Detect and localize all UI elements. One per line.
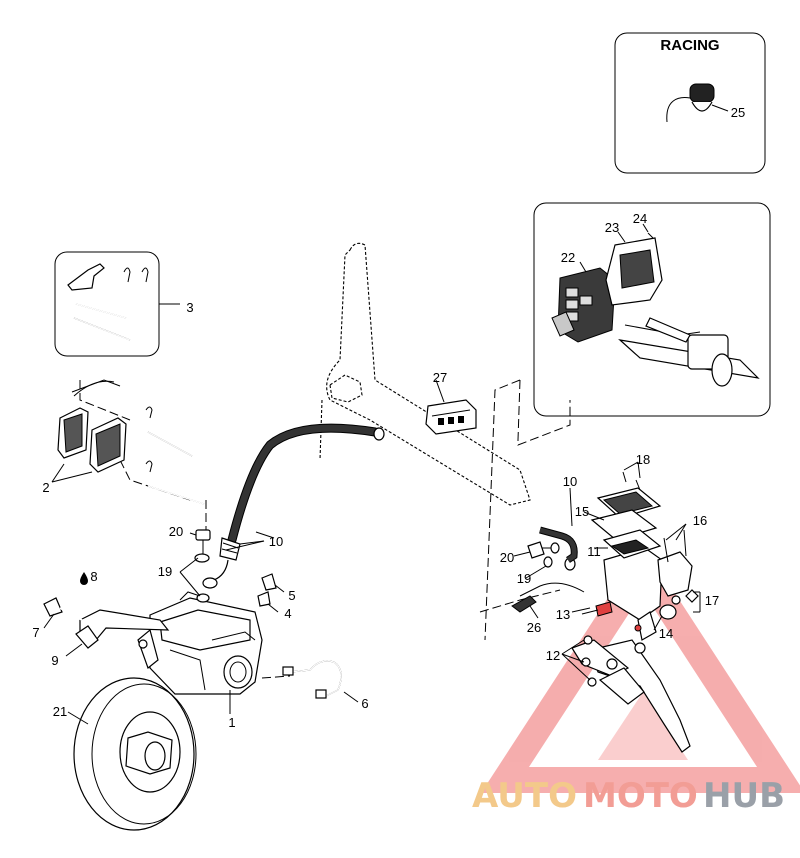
callout-20-master: 20 [500, 550, 514, 565]
callout-4: 4 [284, 606, 291, 621]
callout-12: 12 [546, 648, 560, 663]
callout-15: 15 [575, 504, 589, 519]
watermark-auto: AUTO [472, 776, 577, 816]
callout-3: 3 [186, 300, 193, 315]
brake-lever [561, 635, 691, 753]
assembly-lines [79, 379, 571, 679]
callout-22: 22 [561, 250, 575, 265]
callout-20-caliper: 20 [169, 524, 183, 539]
callout-5: 5 [288, 588, 295, 603]
callout-19-master: 19 [517, 571, 531, 586]
callout-1: 1 [228, 715, 235, 730]
fluid-drop-icon [80, 572, 88, 585]
callout-16: 16 [693, 513, 707, 528]
callout-8: 8 [90, 569, 97, 584]
switch-inset [533, 202, 771, 417]
callout-21: 21 [53, 704, 67, 719]
callout-27: 27 [433, 370, 447, 385]
callout-10-caliper: 10 [269, 534, 283, 549]
bleeder-valve [257, 573, 285, 613]
callout-17: 17 [705, 593, 719, 608]
pins-inset [54, 251, 180, 357]
callout-25: 25 [731, 105, 745, 120]
watermark-moto: MOTO [583, 776, 698, 816]
callout-26: 26 [527, 620, 541, 635]
callout-19-caliper: 19 [158, 564, 172, 579]
callout-7: 7 [32, 625, 39, 640]
callout-2: 2 [42, 480, 49, 495]
watermark-hub: HUB [703, 776, 785, 816]
watermark-triangle [481, 544, 800, 793]
brake-pipe [282, 660, 359, 703]
master-cylinder [511, 471, 701, 641]
handlebar-ghost [319, 242, 531, 506]
callout-24: 24 [633, 211, 647, 226]
brake-hose [202, 423, 385, 589]
racing-title: RACING [660, 37, 719, 54]
callout-14: 14 [659, 626, 673, 641]
callout-13: 13 [556, 607, 570, 622]
racing-inset: RACING [614, 32, 766, 174]
callout-18: 18 [636, 452, 650, 467]
callout-6: 6 [361, 696, 368, 711]
watermark-text: AUTO MOTO HUB [472, 776, 785, 816]
bracket-and-bolt [43, 597, 170, 657]
callout-23: 23 [605, 220, 619, 235]
callout-11: 11 [587, 544, 601, 559]
caliper [137, 591, 263, 714]
leader-lines [225, 379, 687, 631]
connector-27 [425, 399, 477, 435]
callout-10-master: 10 [563, 474, 577, 489]
brake-disc [67, 677, 197, 831]
caliper-banjo-bolts [179, 529, 211, 603]
callout-labels: 1 2 3 4 5 6 7 8 9 10 10 11 12 13 14 15 1… [32, 105, 745, 730]
brake-pads [51, 379, 205, 505]
callout-9: 9 [51, 653, 58, 668]
